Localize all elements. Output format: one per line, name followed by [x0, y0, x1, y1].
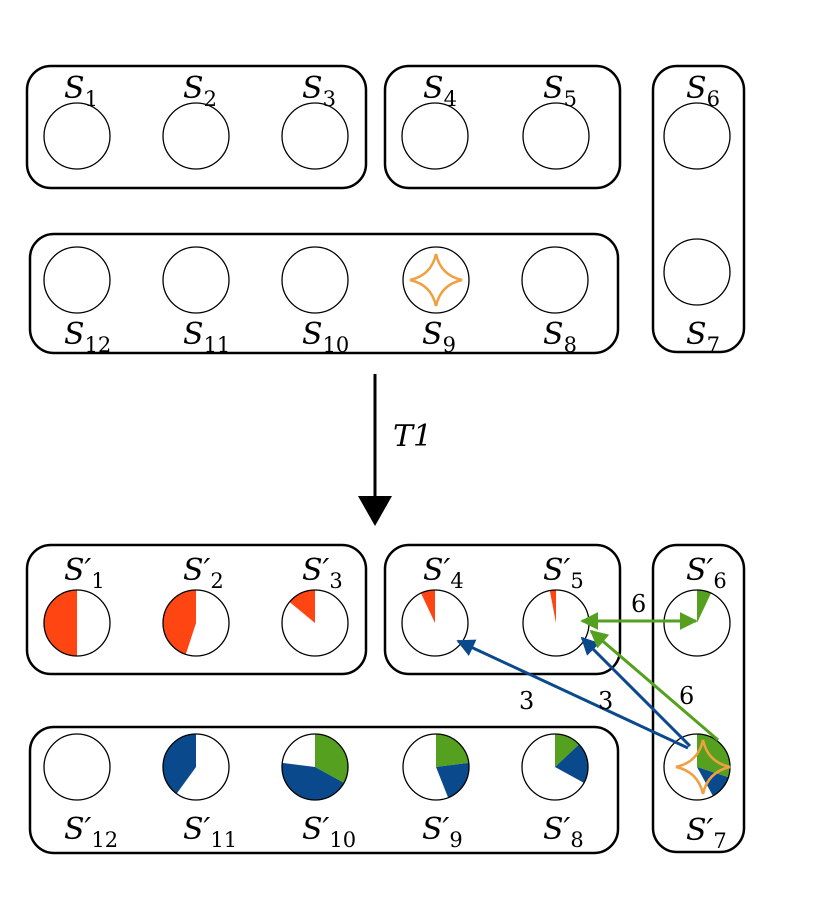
state-s12-circle [43, 246, 111, 314]
state-s7-circle [663, 238, 731, 306]
edge-s7p-to-s5p-green [589, 629, 719, 742]
group-box-s8p-s12p [28, 725, 620, 855]
edge-weight-label: 6 [679, 682, 694, 710]
state-s4p-pie [401, 589, 469, 657]
state-s12-label: S12 [64, 317, 111, 357]
state-s11-circle [162, 246, 230, 314]
state-s2-circle [162, 102, 230, 170]
state-s5-label: S5 [543, 71, 577, 111]
state-s12p-pie [43, 733, 111, 801]
state-s10-label: S10 [302, 317, 349, 357]
group-box-s6p-s7p [651, 543, 746, 854]
state-circle [44, 734, 110, 800]
state-s8-label: S8 [543, 317, 577, 357]
star-icon [675, 739, 731, 795]
state-circle-outline [43, 589, 111, 657]
state-s9p-pie [402, 733, 470, 801]
pie-slice-green [697, 590, 712, 623]
state-s3p-pie [281, 589, 349, 657]
state-s7p-label: S′7 [686, 813, 727, 853]
state-s7-label: S7 [686, 317, 720, 357]
state-s11p-pie [162, 733, 230, 801]
state-s4-label: S4 [423, 71, 457, 111]
state-s5p-pie [522, 589, 590, 657]
state-circle-outline [402, 733, 470, 801]
group-box-s1-s3 [25, 64, 368, 190]
state-s4p-label: S′4 [423, 553, 464, 593]
state-circle-outline [281, 589, 349, 657]
pie-slice-blue [436, 762, 469, 798]
state-s6p-label: S′6 [686, 553, 727, 593]
state-s4-circle [401, 102, 469, 170]
pie-slice-red [420, 590, 435, 623]
state-s11p-label: S′11 [183, 812, 237, 852]
state-s10p-pie [281, 733, 349, 801]
pie-slice-red [289, 590, 315, 623]
top-state-space: S1 S2 S3 S4 S5 S6 S7 S12 S11 S10 S9 S8 [25, 64, 746, 357]
state-circle-outline [43, 733, 111, 801]
edge-weight-label: 3 [598, 687, 613, 715]
pie-slice-blue [555, 744, 588, 783]
state-s7p-pie [663, 733, 731, 801]
edge-weight-label: 3 [519, 687, 534, 715]
pie-slice-green [555, 734, 580, 767]
group-box-s6-s7 [651, 64, 746, 354]
state-s9p-label: S′9 [422, 812, 463, 852]
state-s5-circle [522, 102, 590, 170]
pie-slice-red [162, 590, 196, 655]
edge-weight-label: 6 [631, 590, 646, 618]
state-s5p-label: S′5 [543, 553, 584, 593]
state-s11-label: S11 [183, 317, 230, 357]
state-circle-outline [401, 589, 469, 657]
state-s2p-pie [162, 589, 230, 657]
state-s10-circle [281, 246, 349, 314]
state-s9-label: S9 [422, 317, 456, 357]
edge-s7p-to-s5p-blue [580, 636, 692, 748]
edge-s7p-to-s4p-blue [456, 639, 689, 750]
state-circle-outline [162, 733, 230, 801]
pie-slice-blue [282, 762, 344, 800]
state-s1-circle [43, 102, 111, 170]
state-s6-label: S6 [686, 71, 720, 111]
state-s6-circle [663, 102, 731, 170]
pie-layer [43, 589, 731, 801]
state-circle-outline [281, 733, 349, 801]
star-icon [409, 253, 463, 307]
state-s1p-pie [43, 589, 111, 657]
state-circle-outline [162, 589, 230, 657]
transition-label: T1 [393, 419, 432, 454]
group-box-s4p-s5p [383, 543, 622, 676]
pie-slice-green [315, 734, 348, 783]
pie-slice-green [436, 734, 469, 767]
state-s8-circle [521, 246, 589, 314]
pie-slice-blue [697, 767, 729, 796]
pie-slice-red [549, 590, 556, 623]
state-s3-circle [281, 102, 349, 170]
state-s8p-pie [521, 733, 589, 801]
transition-arrow: T1 [358, 374, 432, 526]
state-s1p-label: S′1 [64, 553, 105, 593]
state-s1-label: S1 [64, 71, 98, 111]
group-box-s1p-s3p [25, 543, 368, 676]
edge-layer [456, 612, 719, 750]
pie-slice-blue [162, 734, 196, 794]
state-s6p-pie [663, 589, 731, 657]
state-s8p-label: S′8 [543, 812, 584, 852]
state-s12p-label: S′12 [64, 812, 118, 852]
group-box-s8-s12 [28, 232, 620, 355]
state-s3p-label: S′3 [302, 553, 343, 593]
state-s2-label: S2 [183, 71, 217, 111]
state-s2p-label: S′2 [183, 553, 224, 593]
group-box-s4-s5 [383, 64, 622, 190]
state-s3-label: S3 [302, 71, 336, 111]
pie-slice-red [44, 590, 77, 656]
state-s9-circle [402, 246, 470, 314]
state-s10p-label: S′10 [302, 812, 356, 852]
bottom-state-space: S′1 S′2 S′3 S′4 S′5 S′6 S′7 S′12 S′11 S′… [25, 543, 746, 855]
state-circle-outline [521, 733, 589, 801]
arrowhead-icon [358, 496, 392, 526]
